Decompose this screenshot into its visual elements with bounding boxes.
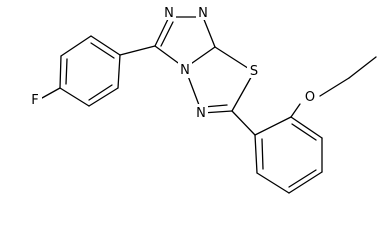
svg-text:O: O [305,90,315,105]
molecule-structure: N N N N S O F [28,4,377,194]
atom-n-top-right: N [196,4,210,21]
atom-sulfur: S [247,62,261,79]
thiadiazole-aryl-bond [231,110,256,136]
fluorophenyl-ring [59,35,121,107]
atom-n-bridge: N [178,62,192,78]
svg-text:N: N [164,6,174,21]
aryl-triazole-bond [119,45,156,56]
ethoxy-group [290,56,377,118]
svg-text:F: F [31,93,38,108]
thiadiazole-ring [184,46,255,114]
atom-n-lower: N [194,104,208,121]
molecule-drawing: N N N N S O F [28,4,377,194]
atom-fluorine: F [28,91,42,108]
atom-oxygen: O [302,88,318,105]
svg-text:N: N [180,63,190,78]
carbon-fluorine-bond [41,87,61,99]
svg-text:S: S [250,64,258,79]
svg-text:N: N [198,6,208,21]
atom-n-top-left: N [162,4,176,21]
triazole-ring [154,16,216,69]
svg-text:N: N [196,106,206,121]
ethoxyphenyl-ring [254,116,323,194]
